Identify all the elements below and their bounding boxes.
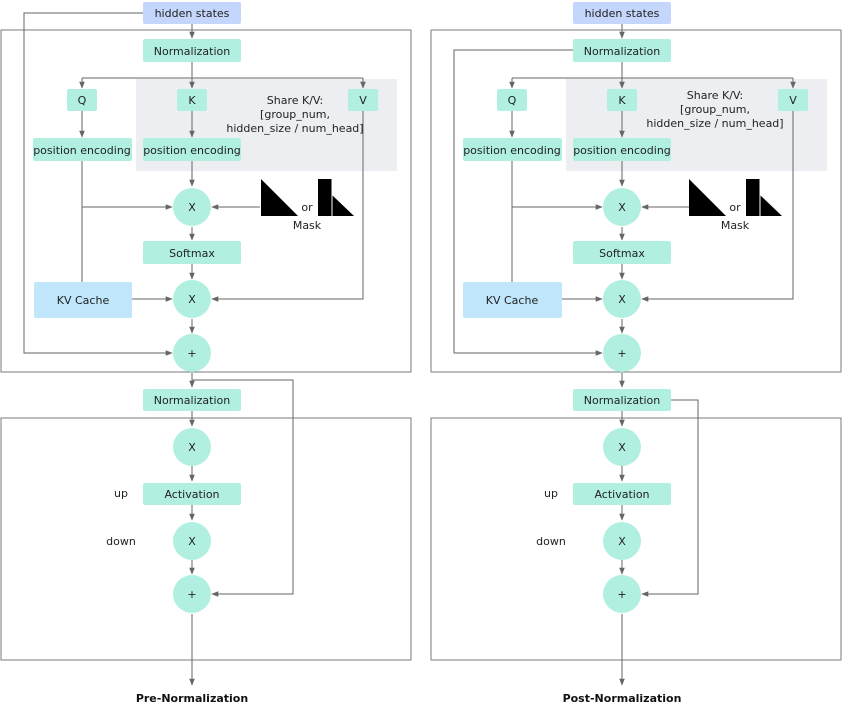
hidden-states-node: [573, 2, 671, 24]
causal-mask-icon: [261, 179, 298, 216]
add-attention-node: [173, 334, 211, 372]
multiply-qk-node: [603, 188, 641, 226]
normalization-ffn-label: Normalization: [584, 394, 660, 407]
add-attention-label: +: [617, 347, 626, 360]
position-encoding-k-label: position encoding: [573, 144, 671, 157]
v-node: [348, 89, 378, 111]
causal-mask-icon: [689, 179, 726, 216]
share-kv-line-2: [group_num,: [260, 108, 330, 121]
connectors: [23, 12, 366, 686]
normalization-ffn-node: [143, 389, 241, 411]
share-kv-line-1: Share K/V:: [267, 94, 324, 107]
share-kv-line-2: [group_num,: [680, 103, 750, 116]
ffn-block-frame: [0, 417, 412, 661]
position-encoding-k-node: [143, 138, 241, 161]
softmax-label: Softmax: [169, 247, 215, 260]
up-label: up: [544, 487, 558, 500]
or-label: or: [301, 201, 313, 214]
activation-label: Activation: [164, 488, 219, 501]
down-label: down: [536, 535, 566, 548]
activation-node: [573, 483, 671, 505]
add-ffn-label: +: [617, 588, 626, 601]
position-encoding-k-node: [573, 138, 671, 161]
position-encoding-q-label: position encoding: [33, 144, 131, 157]
multiply-qk-label: X: [618, 201, 626, 214]
k-node: [177, 89, 207, 111]
v-label: V: [789, 94, 797, 107]
sliding-window-mask-icon: [746, 179, 782, 216]
hidden-states-node: [143, 2, 241, 24]
k-label: K: [618, 94, 626, 107]
share-kv-line-3: hidden_size / num_head]: [226, 122, 363, 135]
q-node: [67, 89, 97, 111]
multiply-v-label: X: [188, 293, 196, 306]
panel-title: Pre-Normalization: [136, 692, 248, 705]
multiply-gate-label: X: [618, 441, 626, 454]
connectors: [453, 24, 796, 686]
attention-block-frame: [0, 29, 412, 373]
add-ffn-node: [173, 575, 211, 613]
or-label: or: [729, 201, 741, 214]
multiply-down-node: [603, 522, 641, 560]
multiply-down-label: X: [618, 535, 626, 548]
v-node: [778, 89, 808, 111]
hidden-states-label: hidden states: [155, 7, 230, 20]
kv-cache-node: [34, 282, 132, 318]
down-label: down: [106, 535, 136, 548]
mask-label: Mask: [721, 219, 750, 232]
kv-cache-label: KV Cache: [486, 294, 539, 307]
attention-block-frame: [430, 29, 842, 373]
kv-cache-label: KV Cache: [57, 294, 110, 307]
share-kv-line-3: hidden_size / num_head]: [646, 117, 783, 130]
multiply-v-node: [173, 280, 211, 318]
softmax-node: [573, 241, 671, 264]
q-label: Q: [78, 94, 87, 107]
softmax-label: Softmax: [599, 247, 645, 260]
multiply-gate-node: [173, 428, 211, 466]
up-label: up: [114, 487, 128, 500]
multiply-qk-label: X: [188, 201, 196, 214]
multiply-gate-label: X: [188, 441, 196, 454]
q-label: Q: [508, 94, 517, 107]
multiply-down-label: X: [188, 535, 196, 548]
multiply-qk-node: [173, 188, 211, 226]
multiply-v-label: X: [618, 293, 626, 306]
position-encoding-k-label: position encoding: [143, 144, 241, 157]
ffn-block-frame: [430, 417, 842, 661]
panel-post-normalization: hidden states Normalization Q K V Share …: [430, 2, 842, 705]
mask-label: Mask: [293, 219, 322, 232]
sliding-window-mask-icon: [318, 179, 354, 216]
k-label: K: [188, 94, 196, 107]
normalization-node: [143, 39, 241, 62]
kv-cache-node: [463, 282, 562, 318]
position-encoding-q-node: [33, 138, 132, 161]
normalization-ffn-node: [573, 389, 671, 411]
multiply-gate-node: [603, 428, 641, 466]
multiply-down-node: [173, 522, 211, 560]
activation-node: [143, 483, 241, 505]
panel-pre-normalization: hidden states Normalization Q K V Share …: [0, 2, 412, 705]
add-attention-label: +: [187, 347, 196, 360]
add-attention-node: [603, 334, 641, 372]
v-label: V: [359, 94, 367, 107]
normalization-label: Normalization: [154, 45, 230, 58]
q-node: [497, 89, 527, 111]
normalization-label: Normalization: [584, 45, 660, 58]
normalization-ffn-label: Normalization: [154, 394, 230, 407]
normalization-node: [573, 39, 671, 62]
panel-title: Post-Normalization: [563, 692, 682, 705]
hidden-states-label: hidden states: [585, 7, 660, 20]
activation-label: Activation: [594, 488, 649, 501]
softmax-node: [143, 241, 241, 264]
add-ffn-node: [603, 575, 641, 613]
position-encoding-q-node: [463, 138, 562, 161]
position-encoding-q-label: position encoding: [463, 144, 561, 157]
multiply-v-node: [603, 280, 641, 318]
add-ffn-label: +: [187, 588, 196, 601]
share-kv-line-1: Share K/V:: [687, 89, 744, 102]
k-node: [607, 89, 637, 111]
